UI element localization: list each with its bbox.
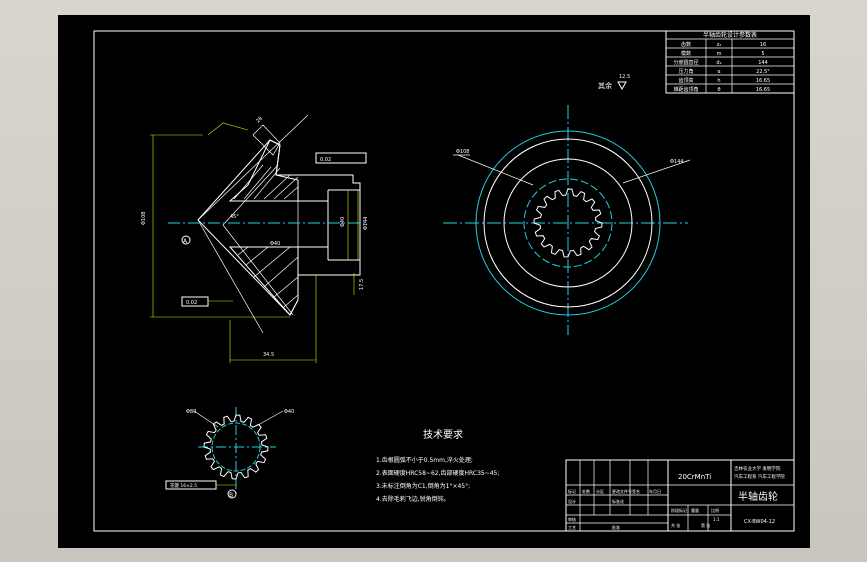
tb-label: 设计 [568, 498, 576, 504]
tb-label: 工艺 [568, 525, 576, 530]
tb-label: 共 张 [671, 522, 680, 528]
datum-b-icon [227, 489, 237, 499]
dim-face: 28 [255, 116, 264, 125]
params-name: 锥距齿顶角 [673, 86, 698, 93]
spline-spec: 花键 16×2.5 [170, 482, 197, 489]
tb-label: 比例 [711, 507, 719, 513]
drawing-canvas: 半轴齿轮设计参数表 齿数 z₂ 16 模数 m 5 分度圆直径 d₂ 144 压… [93, 30, 795, 532]
datum-a: A [183, 238, 188, 245]
tb-label: 分区 [596, 488, 604, 494]
tech-requirements: 技术要求 1.齿根圆弧不小于0.5mm,淬火处理; 2.表面硬度HRC58~62… [376, 428, 499, 503]
spline-detail: Φ80 Φ40 花键 16×2.5 B [165, 407, 294, 499]
dim-small-dia: Φ40 [270, 241, 280, 247]
front-view: Φ108 Φ144 [443, 105, 691, 335]
tb-label: 批准 [612, 524, 620, 530]
spline-dia-left: Φ80 [186, 409, 196, 415]
dim-bore-dia: Φ40 [340, 217, 346, 227]
front-outer-label: Φ144 [670, 159, 683, 165]
drawing-border [93, 30, 795, 532]
outer-circle [483, 138, 653, 308]
params-name: 分度圆直径 [673, 59, 698, 66]
datum-b: B [229, 492, 233, 499]
spline-pitch-circle [523, 178, 613, 268]
params-value: 144 [758, 60, 768, 66]
params-value: 16.65 [756, 78, 770, 84]
params-symbol: d₂ [716, 60, 721, 66]
dim-right-length: 17.5 [359, 279, 365, 290]
dim-outer-dia: Φ144 [363, 217, 369, 230]
params-name: 压力角 [678, 68, 693, 75]
tech-req-item: 2.表面硬度HRC58~62,齿部硬度HRC35~45; [376, 469, 499, 477]
spline-profile [203, 414, 269, 480]
tb-part-name: 半轴齿轮 [738, 490, 778, 503]
roughness-label: 其余 [598, 81, 612, 90]
params-title: 半轴齿轮设计参数表 [703, 31, 757, 39]
tb-label: 标记 [568, 488, 576, 494]
params-name: 齿数 [681, 41, 691, 48]
params-symbol: m [717, 51, 722, 57]
params-name: 模数 [681, 50, 691, 57]
section-view: Φ108 34.5 Φ40 Φ144 17.5 0.02 0.02 A Φ40 [141, 114, 369, 363]
params-value: 5 [761, 51, 764, 57]
spline-inner-circle [211, 422, 261, 472]
tb-label: 重量 [691, 507, 699, 513]
roughness-value: 12.5 [619, 74, 630, 80]
tolerance-value: 0.02 [320, 157, 331, 163]
runout-box [181, 296, 209, 307]
dim-total-length: 34.5 [263, 352, 274, 358]
drawing-sheet: 半轴齿轮设计参数表 齿数 z₂ 16 模数 m 5 分度圆直径 d₂ 144 压… [58, 15, 810, 548]
runout-value: 0.02 [186, 300, 197, 306]
tb-label: 审核 [568, 516, 576, 522]
tb-label: 签名 [632, 488, 640, 494]
roughness-note: 其余 12.5 [598, 74, 630, 91]
parameter-table: 半轴齿轮设计参数表 齿数 z₂ 16 模数 m 5 分度圆直径 d₂ 144 压… [665, 30, 795, 94]
tech-req-item: 4.去除毛刺飞边,锐角倒钝。 [376, 495, 450, 503]
pitch-circle [475, 130, 661, 316]
tech-req-title: 技术要求 [423, 428, 463, 441]
tb-school: 吉林农业大学 发明学院 [734, 465, 781, 472]
title-block: 标记 处数 分区 更改文件号 签名 年月日 设计 标准化 审核 工艺 批准 阶段… [565, 459, 795, 532]
spline-hole [533, 188, 603, 258]
tech-req-item: 3.未标注倒角为C1,倒角为1°×45°; [376, 482, 470, 490]
tb-label: 更改文件号 [612, 488, 632, 494]
tb-label: 年月日 [649, 488, 661, 494]
tolerance-box [315, 152, 367, 164]
tb-label: 阶段标记 [671, 507, 687, 513]
params-name: 齿顶高 [678, 77, 693, 84]
tb-drawing-no: CX-BW04-12 [744, 519, 775, 525]
tb-label: 第 张 [701, 522, 710, 528]
tb-label: 标准化 [612, 498, 624, 504]
datum-a-icon [181, 235, 191, 245]
dim-left-dia: Φ108 [141, 212, 147, 225]
params-value: 22.5° [756, 69, 770, 75]
params-symbol: θ [717, 87, 720, 93]
tb-scale: 1:1 [713, 517, 720, 522]
middle-circle [503, 158, 633, 288]
params-symbol: h [717, 78, 720, 84]
params-value: 16 [760, 42, 766, 48]
params-symbol: z₂ [717, 42, 722, 48]
tech-req-item: 1.齿根圆弧不小于0.5mm,淬火处理; [376, 456, 473, 464]
tb-label: 处数 [582, 488, 590, 494]
spline-dia-right: Φ40 [284, 409, 294, 415]
dim-angle: 45° [230, 214, 239, 220]
front-dia-label: Φ108 [456, 149, 469, 155]
params-value: 16.65 [756, 87, 770, 93]
tb-school2: 汽车工程系 汽车工程学院 [734, 473, 785, 480]
tb-material: 20CrMnTi [678, 473, 711, 481]
roughness-symbol-icon [617, 81, 627, 91]
params-symbol: α [717, 69, 721, 75]
